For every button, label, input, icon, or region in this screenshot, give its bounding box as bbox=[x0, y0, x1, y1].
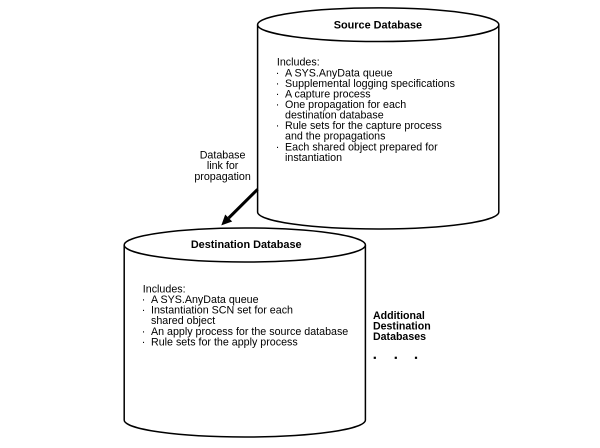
svg-text:Includes:: Includes: bbox=[277, 57, 320, 69]
svg-text:·: · bbox=[276, 67, 280, 79]
svg-text:Source Database: Source Database bbox=[334, 20, 422, 32]
svg-text:link for: link for bbox=[207, 160, 239, 172]
svg-text:Supplemental logging specifica: Supplemental logging specifications bbox=[285, 78, 455, 90]
svg-text:Destination: Destination bbox=[373, 320, 431, 332]
svg-text:·: · bbox=[142, 336, 146, 348]
svg-text:·: · bbox=[142, 294, 146, 306]
svg-text:A SYS.AnyData queue: A SYS.AnyData queue bbox=[151, 294, 259, 306]
svg-text:Each shared object prepared fo: Each shared object prepared for bbox=[285, 141, 438, 153]
svg-text:·: · bbox=[276, 141, 280, 153]
svg-text:and the propagations: and the propagations bbox=[285, 131, 385, 143]
svg-text:Instantiation SCN set for each: Instantiation SCN set for each bbox=[151, 305, 293, 317]
svg-text:Databases: Databases bbox=[373, 331, 426, 343]
svg-text:Additional: Additional bbox=[373, 310, 425, 322]
svg-text:·: · bbox=[276, 99, 280, 111]
svg-text:Rule sets for the capture proc: Rule sets for the capture process bbox=[285, 120, 442, 132]
svg-text:Destination Database: Destination Database bbox=[191, 239, 302, 251]
svg-text:·: · bbox=[276, 120, 280, 132]
svg-text:·: · bbox=[142, 305, 146, 317]
svg-text:·: · bbox=[276, 88, 280, 100]
svg-text:Includes:: Includes: bbox=[143, 284, 186, 296]
svg-text:·: · bbox=[276, 78, 280, 90]
svg-text:A SYS.AnyData queue: A SYS.AnyData queue bbox=[285, 67, 393, 79]
svg-text:propagation: propagation bbox=[194, 171, 251, 183]
svg-text:shared object: shared object bbox=[151, 315, 215, 327]
svg-text:Rule sets for the apply proces: Rule sets for the apply process bbox=[151, 336, 298, 348]
svg-text:One propagation for each: One propagation for each bbox=[285, 99, 406, 111]
svg-text:instantiation: instantiation bbox=[285, 152, 342, 164]
svg-text:A capture process: A capture process bbox=[285, 88, 371, 100]
svg-text:Database: Database bbox=[200, 150, 246, 162]
svg-text:An apply process for the sourc: An apply process for the source database bbox=[151, 326, 348, 338]
svg-text:destination database: destination database bbox=[285, 110, 384, 122]
svg-text:·: · bbox=[142, 326, 146, 338]
